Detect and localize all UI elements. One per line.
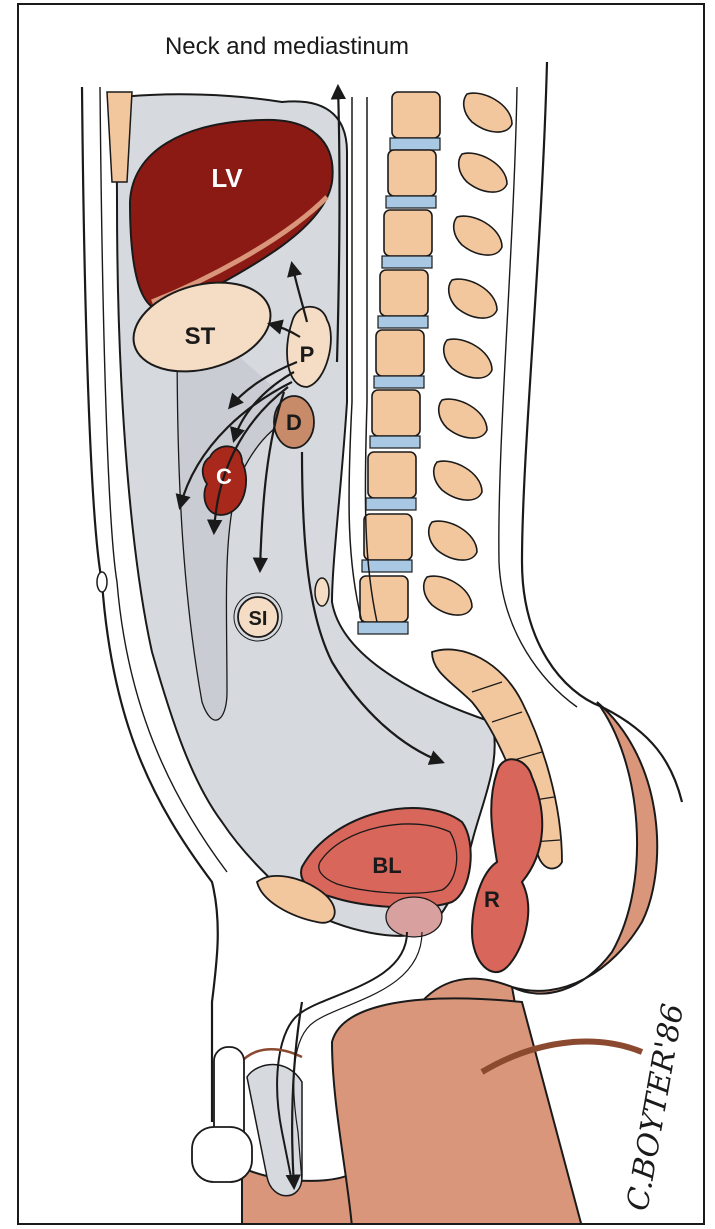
label-d: D — [286, 410, 302, 435]
spinous-process — [464, 93, 512, 132]
spinous-process — [454, 216, 502, 255]
retroperitoneal-spread-diagram: Neck and mediastinum LV ST P D C SI BL R… — [19, 5, 705, 1225]
spinous-process — [429, 521, 477, 560]
vertebra — [364, 514, 412, 560]
label-st: ST — [185, 323, 216, 350]
vertebra — [360, 576, 408, 622]
vertebra — [388, 150, 436, 196]
intervertebral-disc — [386, 196, 436, 208]
label-r: R — [484, 887, 500, 912]
intervertebral-disc — [378, 316, 428, 328]
label-c: C — [216, 464, 232, 489]
label-lv: LV — [211, 163, 243, 193]
vertebra — [392, 92, 440, 138]
vertebra — [384, 210, 432, 256]
spinous-process — [424, 576, 472, 615]
intervertebral-disc — [366, 498, 416, 510]
spinous-process — [434, 461, 482, 500]
vertebra — [376, 330, 424, 376]
label-p: P — [300, 342, 315, 367]
intervertebral-disc — [390, 138, 440, 150]
intervertebral-disc — [382, 256, 432, 268]
spine — [358, 92, 440, 634]
intervertebral-disc — [370, 436, 420, 448]
ureter-marker — [315, 578, 329, 606]
spinous-process — [444, 339, 492, 378]
spinous-process — [459, 153, 507, 192]
label-si: SI — [249, 608, 268, 630]
intervertebral-disc — [358, 622, 408, 634]
artist-signature: C.BOYTER'86 — [620, 1001, 691, 1213]
spinous-process — [449, 279, 497, 318]
diagram-title: Neck and mediastinum — [165, 33, 409, 60]
vertebra — [368, 452, 416, 498]
vertebra — [380, 270, 428, 316]
label-bl: BL — [372, 853, 401, 878]
intervertebral-disc — [374, 376, 424, 388]
diagram-frame: Neck and mediastinum LV ST P D C SI BL R… — [17, 3, 705, 1225]
spinous-process — [439, 399, 487, 438]
vertebra — [372, 390, 420, 436]
